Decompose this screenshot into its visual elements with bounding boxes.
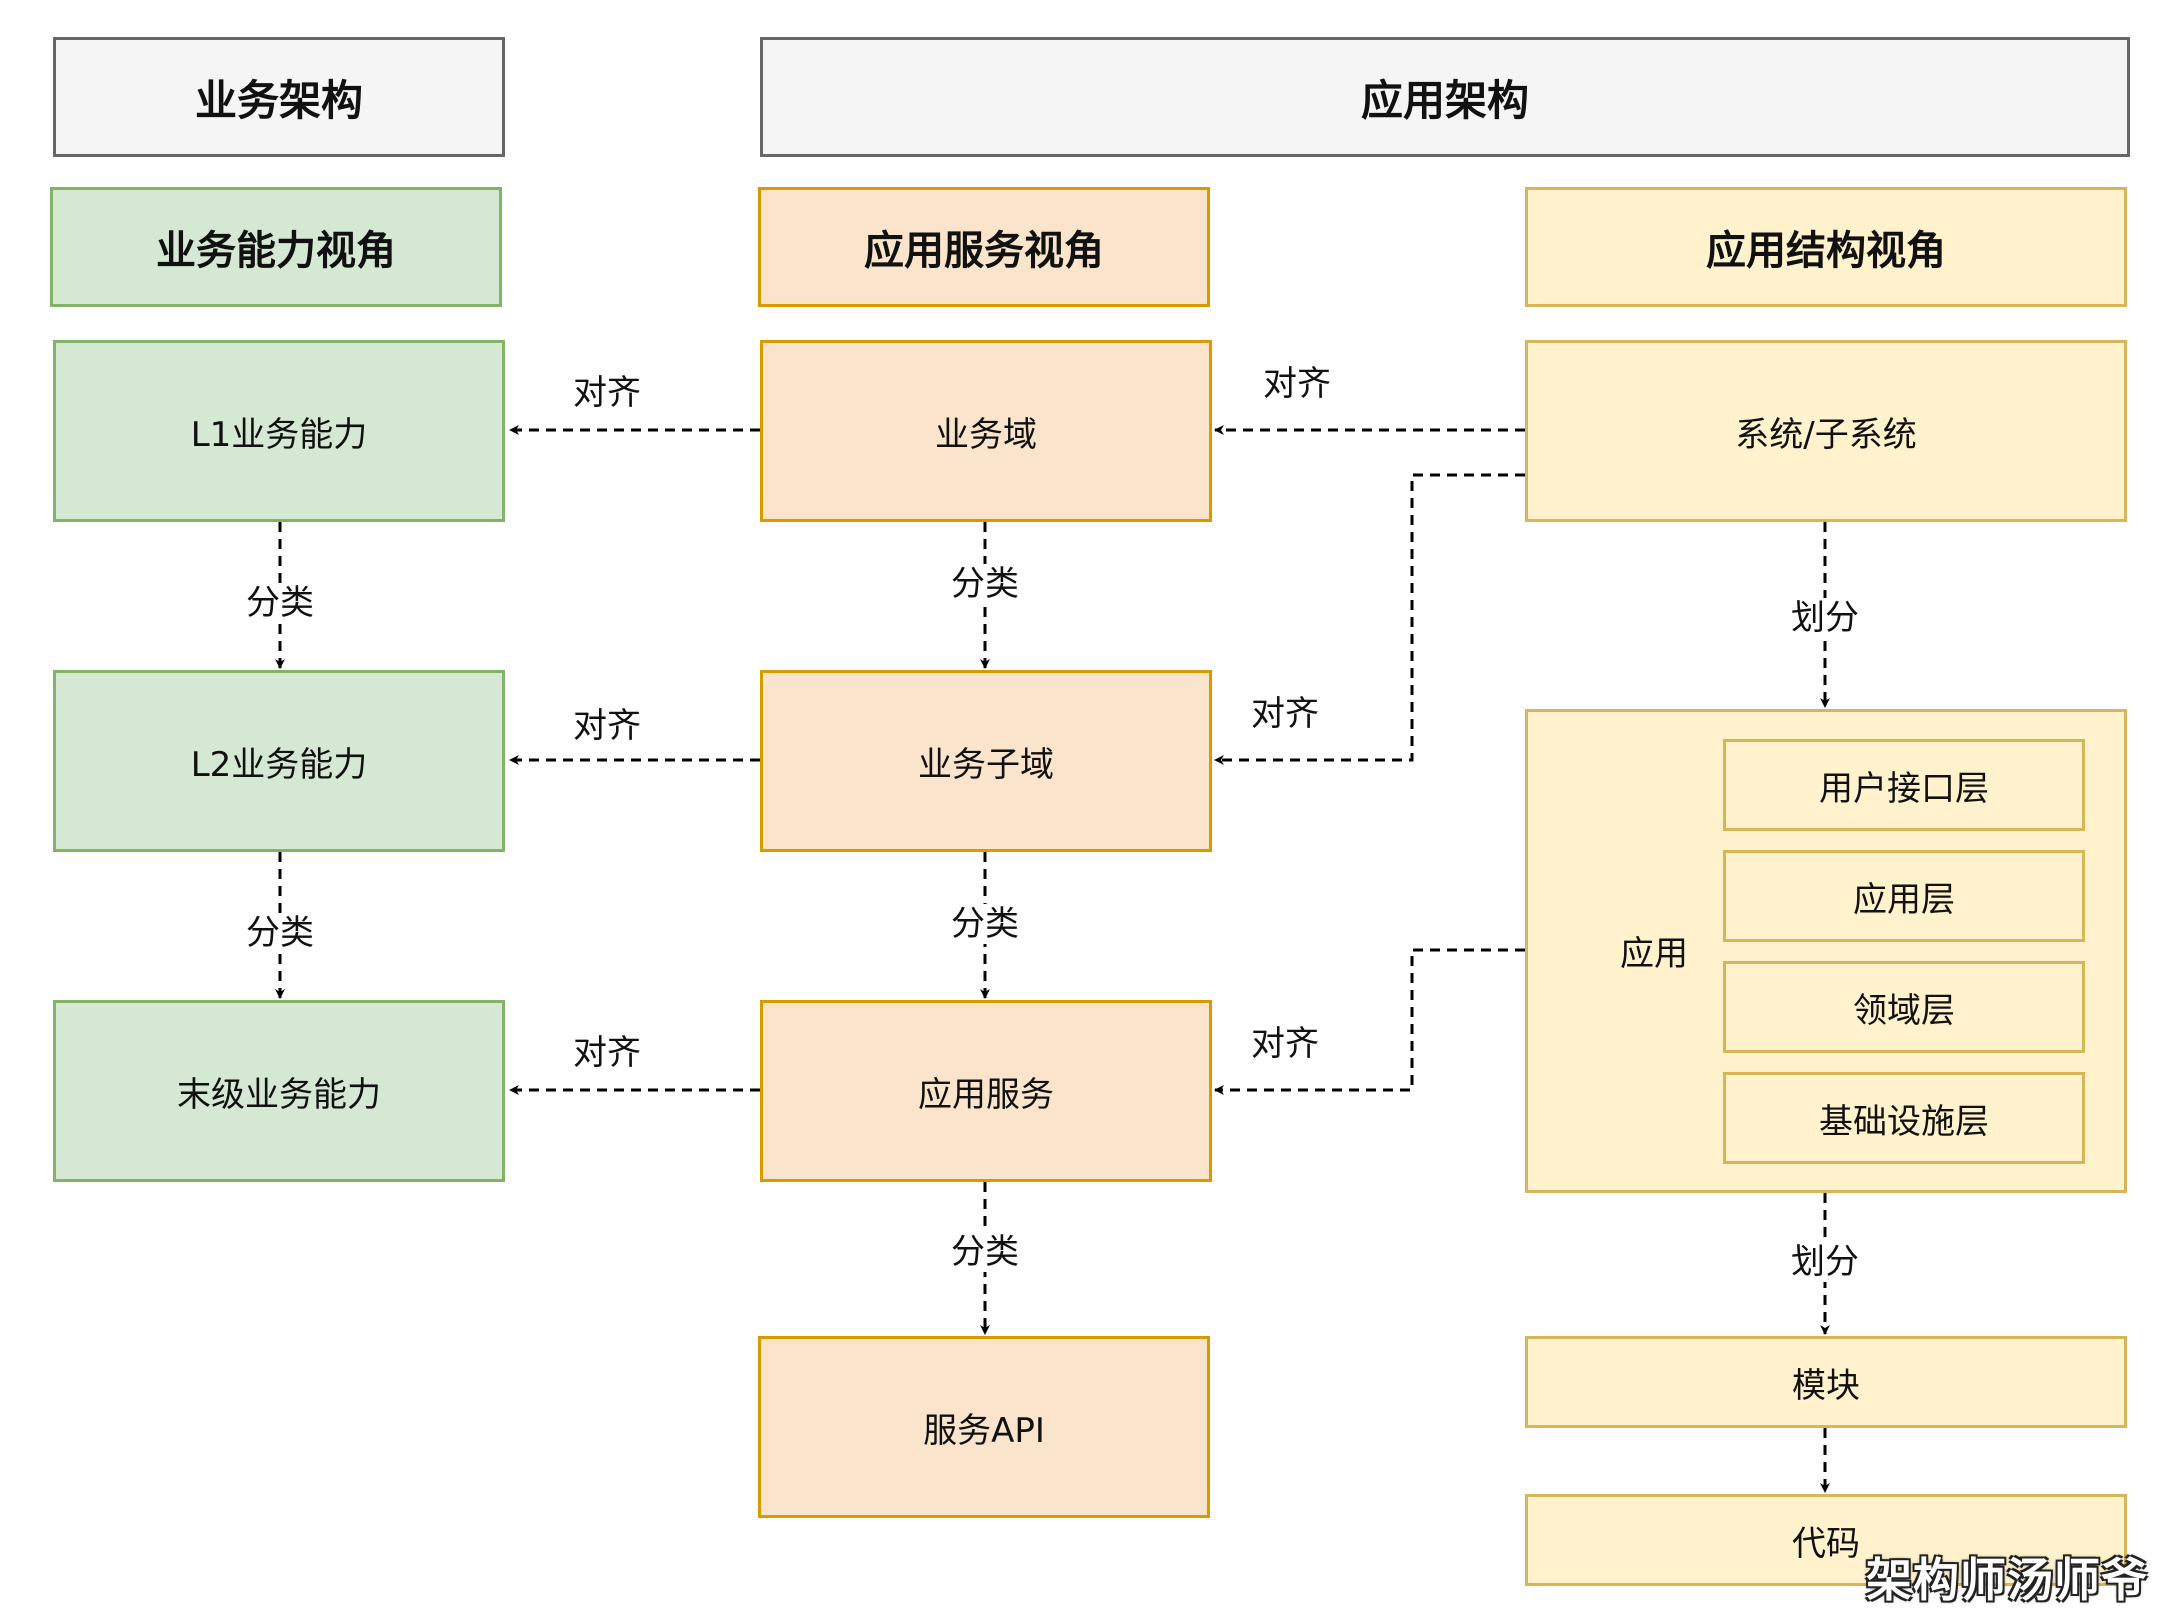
node-system: 系统/子系统 <box>1525 340 2127 522</box>
node-module: 模块 <box>1525 1336 2127 1428</box>
node-leaf-capability-label: 末级业务能力 <box>177 1074 381 1115</box>
node-application-service-label: 应用服务 <box>918 1074 1054 1115</box>
header-business-architecture: 业务架构 <box>53 37 505 157</box>
perspective-application-structure: 应用结构视角 <box>1525 187 2127 307</box>
node-application-label: 应用 <box>1620 934 1688 974</box>
layer-application: 应用层 <box>1723 850 2085 942</box>
node-l1-capability: L1业务能力 <box>53 340 505 522</box>
edge-label-classify: 分类 <box>244 913 316 953</box>
perspective-business-capability-label: 业务能力视角 <box>156 228 396 274</box>
edge-label-align: 对齐 <box>573 706 641 746</box>
edge-system-to-subdomain <box>1214 473 1525 765</box>
node-l2-capability: L2业务能力 <box>53 670 505 852</box>
header-application-architecture-label: 应用架构 <box>1360 75 1529 125</box>
edge-label-align: 对齐 <box>1263 364 1331 404</box>
edge-label-classify: 分类 <box>949 564 1021 604</box>
node-business-subdomain-label: 业务子域 <box>918 744 1054 785</box>
node-service-api-label: 服务API <box>923 1410 1045 1451</box>
layer-infrastructure: 基础设施层 <box>1723 1072 2085 1164</box>
layer-infrastructure-label: 基础设施层 <box>1819 1101 1989 1142</box>
node-service-api: 服务API <box>758 1336 1210 1518</box>
node-module-label: 模块 <box>1792 1365 1860 1406</box>
header-business-architecture-label: 业务架构 <box>194 75 363 125</box>
edge-label-align: 对齐 <box>573 1033 641 1073</box>
edge-label-classify: 分类 <box>949 1232 1021 1272</box>
edge-label-align: 对齐 <box>1251 694 1319 734</box>
node-code-label: 代码 <box>1792 1523 1860 1564</box>
node-leaf-capability: 末级业务能力 <box>53 1000 505 1182</box>
node-business-subdomain: 业务子域 <box>760 670 1212 852</box>
edge-label-divide: 划分 <box>1789 1242 1861 1282</box>
edge-label-align: 对齐 <box>573 373 641 413</box>
perspective-application-service-label: 应用服务视角 <box>864 228 1104 274</box>
layer-domain: 领域层 <box>1723 961 2085 1053</box>
node-code: 代码 <box>1525 1494 2127 1586</box>
edge-label-divide: 划分 <box>1789 598 1861 638</box>
perspective-business-capability: 业务能力视角 <box>50 187 502 307</box>
edge-label-classify: 分类 <box>949 904 1021 944</box>
node-system-label: 系统/子系统 <box>1735 414 1917 455</box>
edge-label-align: 对齐 <box>1251 1024 1319 1064</box>
header-application-architecture: 应用架构 <box>760 37 2130 157</box>
node-application-service: 应用服务 <box>760 1000 1212 1182</box>
layer-user-interface: 用户接口层 <box>1723 739 2085 831</box>
edge-label-classify: 分类 <box>244 583 316 623</box>
layer-domain-label: 领域层 <box>1853 990 1955 1031</box>
edge-application-to-appservice <box>1214 948 1525 1095</box>
watermark-text: 架构师汤师爷 <box>1866 1553 2148 1607</box>
node-business-domain-label: 业务域 <box>935 414 1037 455</box>
node-l1-capability-label: L1业务能力 <box>190 414 368 455</box>
layer-application-label: 应用层 <box>1853 879 1955 920</box>
node-business-domain: 业务域 <box>760 340 1212 522</box>
node-l2-capability-label: L2业务能力 <box>190 744 368 785</box>
layer-user-interface-label: 用户接口层 <box>1819 768 1989 809</box>
perspective-application-service: 应用服务视角 <box>758 187 1210 307</box>
perspective-application-structure-label: 应用结构视角 <box>1706 228 1946 274</box>
